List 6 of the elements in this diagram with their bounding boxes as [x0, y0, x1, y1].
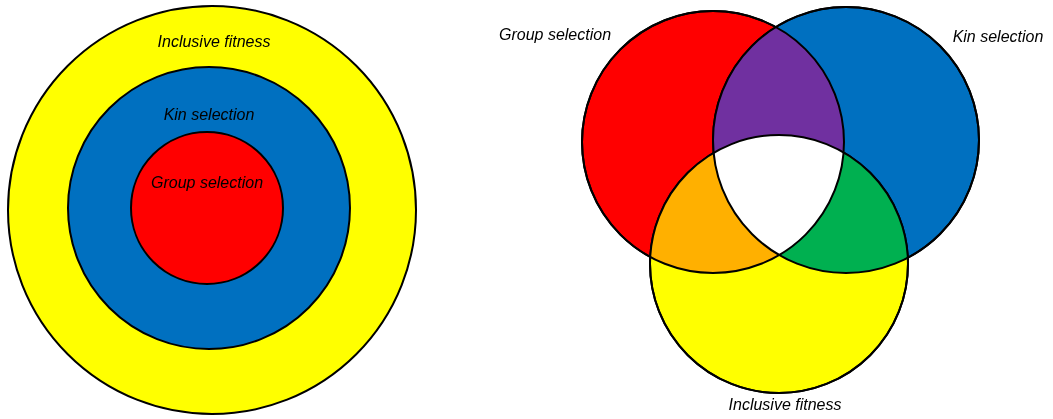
circle-label: Group selection — [498, 26, 612, 44]
circle-label: Inclusive fitness — [728, 396, 842, 414]
circle-label: Kin selection — [163, 106, 255, 124]
circle-label: Group selection — [150, 174, 264, 192]
circle-label: Kin selection — [952, 28, 1044, 46]
circle-label: Inclusive fitness — [157, 33, 271, 51]
